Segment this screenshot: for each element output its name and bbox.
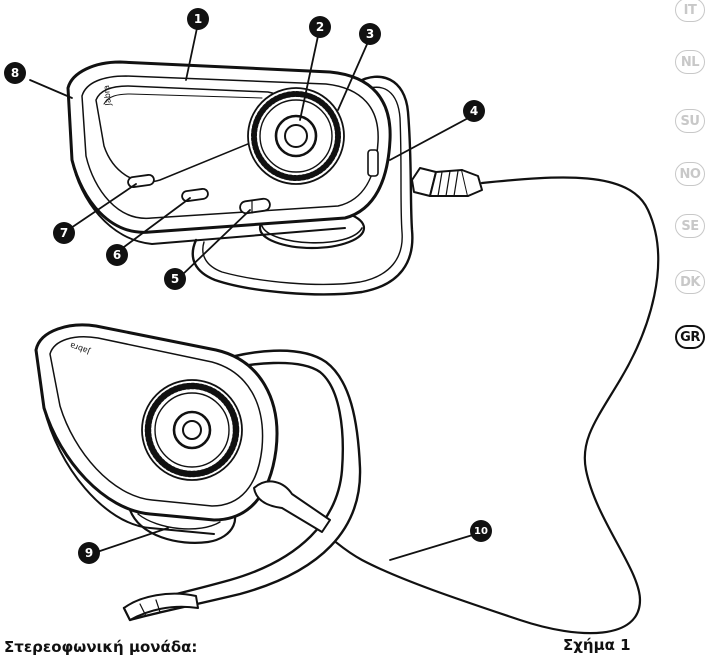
callout-6: 6	[106, 244, 128, 266]
callout-leaders	[29, 27, 477, 561]
lower-ear-hook	[122, 349, 362, 622]
callout-2: 2	[309, 16, 331, 38]
callout-10: 10	[470, 520, 492, 542]
callout-5: 5	[164, 268, 186, 290]
callout-4: 4	[463, 100, 485, 122]
lower-speaker-dial	[141, 379, 243, 481]
language-tab-su[interactable]: SU	[675, 109, 705, 133]
language-tab-gr[interactable]: GR	[675, 325, 705, 349]
language-tab-se[interactable]: SE	[675, 214, 705, 238]
callout-8: 8	[4, 62, 26, 84]
upper-speaker-dial	[247, 87, 345, 185]
section-heading: Στερεοφωνική μονάδα:	[4, 638, 198, 656]
language-tab-nl[interactable]: NL	[675, 50, 705, 74]
callout-3: 3	[359, 23, 381, 45]
language-tab-dk[interactable]: DK	[675, 270, 705, 294]
callout-9: 9	[78, 542, 100, 564]
callout-1: 1	[187, 8, 209, 30]
language-tab-no[interactable]: NO	[675, 162, 705, 186]
language-tab-it[interactable]: IT	[675, 0, 705, 22]
cable-plug	[411, 167, 483, 197]
connecting-cable	[303, 176, 660, 635]
figure-label: Σχήμα 1	[563, 636, 631, 654]
callout-7: 7	[53, 222, 75, 244]
